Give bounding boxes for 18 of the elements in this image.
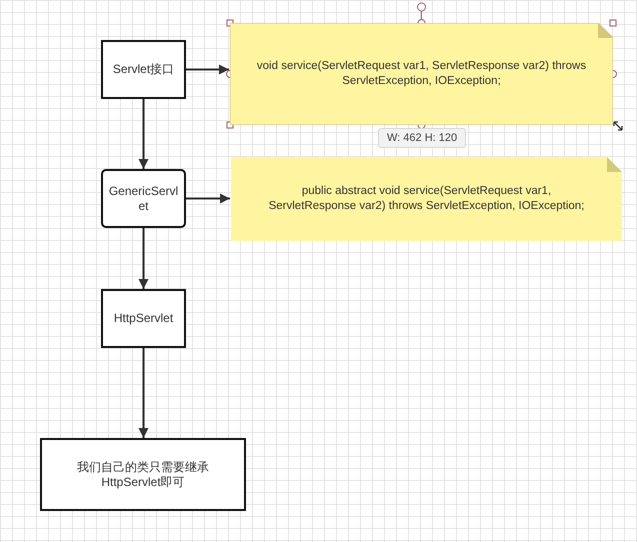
- note-shape: [230, 23, 613, 125]
- size-tooltip: W: 462 H: 120: [378, 128, 466, 148]
- method-signature: public abstract void service(ServletRequest var1, ServletResponse var2) throws ServletException, IOException;: [268, 184, 586, 214]
- method-signature: void service(ServletRequest var1, ServletResponse var2) throws ServletException, IOException;: [256, 59, 588, 89]
- note-shape: [231, 157, 622, 241]
- note-text: 我们自己的类只需要继承HttpServlet即可: [76, 460, 210, 490]
- class-name: HttpServlet: [112, 311, 174, 326]
- class-box: [101, 289, 186, 348]
- class-box: [40, 438, 246, 511]
- arrow: [186, 64, 229, 74]
- arrow: [138, 228, 148, 289]
- arrow: [186, 194, 230, 204]
- arrow: [138, 348, 148, 438]
- class-box: [101, 40, 186, 99]
- class-box: [101, 169, 186, 228]
- arrow: [138, 99, 148, 169]
- class-name: GenericServlet: [108, 184, 180, 214]
- class-name: Servlet接口: [112, 62, 176, 77]
